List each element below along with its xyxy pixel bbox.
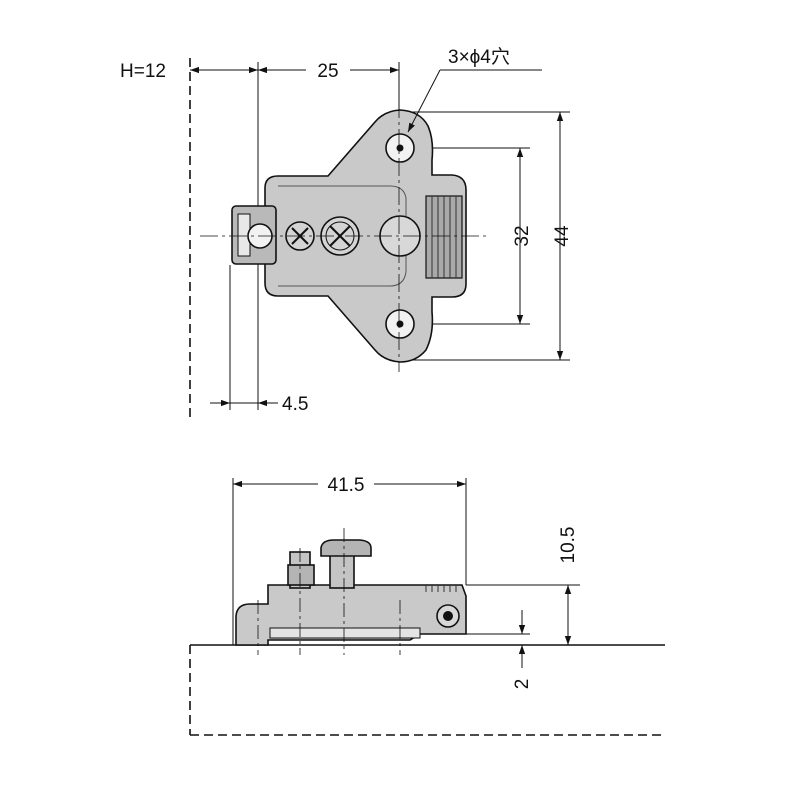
dim-10-5-label: 10.5: [558, 527, 579, 564]
hole-note-label: 3×ϕ4穴: [448, 46, 510, 68]
dim-41-5-label-bg: [318, 470, 374, 492]
top-mount-hole-center: [396, 144, 404, 152]
plan-view: H=12 25 3×ϕ4穴 32 44 4.5: [120, 46, 573, 420]
side-adjust-bolt-core: [443, 611, 453, 621]
side-serrations: [425, 585, 457, 592]
dim-44-label: 44: [552, 225, 573, 247]
dim-32-label: 32: [512, 225, 533, 246]
hole-note-leader-diagonal: [407, 69, 441, 133]
side-small-screw-head: [287, 564, 315, 586]
side-base-strip: [269, 627, 421, 639]
dim-2-label: 2: [512, 679, 533, 690]
dim-4-5-label: 4.5: [282, 394, 308, 415]
bottom-mount-hole-center: [396, 320, 404, 328]
serration-lines: [431, 196, 457, 278]
h12-label: H=12: [120, 61, 166, 82]
dim-41-5-label: 41.5: [328, 475, 365, 496]
dim-25-label-bg: [306, 56, 350, 78]
dim-25-label: 25: [317, 61, 338, 82]
side-large-screw-head: [320, 539, 372, 557]
mounting-plate-body: [264, 109, 467, 363]
side-view: 41.5 10.5 2: [189, 470, 665, 736]
